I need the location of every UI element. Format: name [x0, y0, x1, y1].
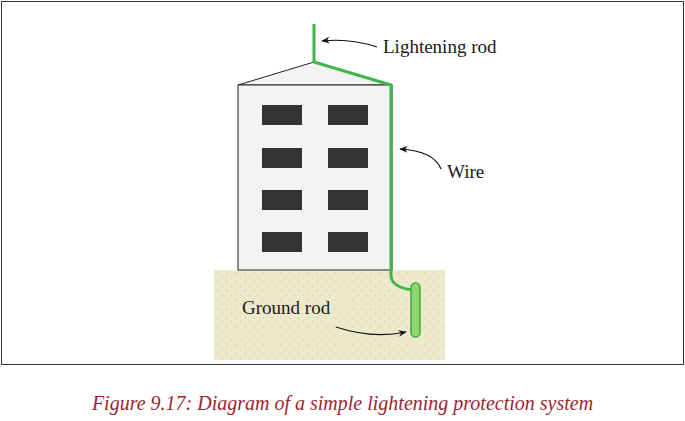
frame [2, 2, 684, 365]
ground-rod [411, 283, 420, 337]
building [238, 62, 392, 270]
leader-line [336, 327, 406, 335]
leader-line [400, 149, 441, 169]
figure-caption: Figure 9.17: Diagram of a simple lighten… [4, 391, 681, 415]
lightning-wire [314, 24, 414, 290]
ground [214, 270, 445, 360]
part-label: Wire [447, 161, 484, 183]
part-label: Lightening rod [383, 36, 496, 58]
part-label: Ground rod [242, 297, 330, 319]
leader-line [322, 40, 377, 47]
